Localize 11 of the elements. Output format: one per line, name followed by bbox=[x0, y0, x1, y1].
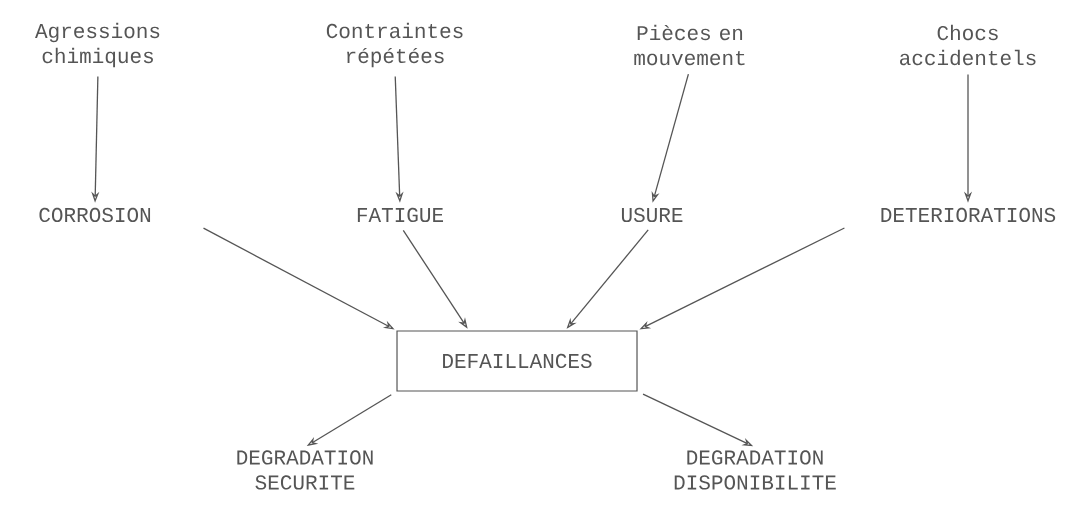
cause-label: Pièces en mouvement bbox=[634, 24, 745, 66]
mechanism-label: CORROSION bbox=[39, 207, 151, 223]
mechanism-label: FATIGUE bbox=[357, 207, 443, 223]
consequence-label: DEGRADATION SECURITE bbox=[237, 450, 373, 490]
consequence-label: DEGRADATION DISPONIBILITE bbox=[674, 450, 836, 490]
cause-label: Chocs accidentels bbox=[900, 24, 1036, 66]
mechanism-label: USURE bbox=[621, 207, 683, 223]
cause-label: Agressions chimiques bbox=[35, 22, 160, 68]
mechanism-label: DETERIORATIONS bbox=[881, 207, 1056, 223]
failure-box: DEFAILLANCES bbox=[396, 330, 638, 392]
cause-label: Contraintes répétées bbox=[326, 22, 463, 68]
